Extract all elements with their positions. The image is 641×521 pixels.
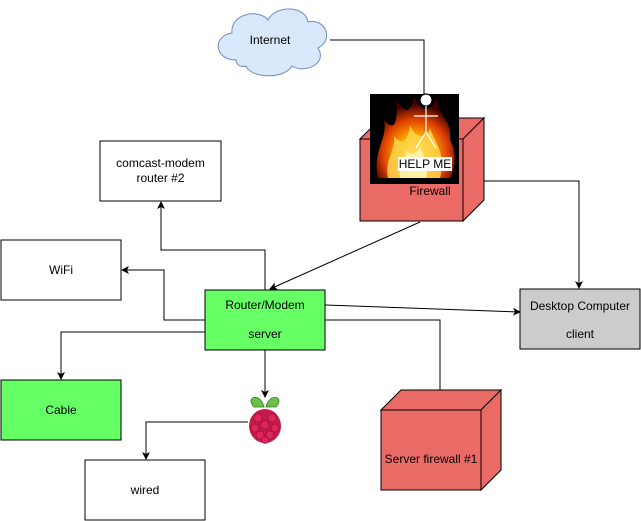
server-firewall-box bbox=[379, 388, 503, 492]
comcast-modem-box bbox=[99, 140, 222, 202]
internet-cloud bbox=[217, 8, 328, 77]
raspberry-pi-icon bbox=[249, 397, 281, 444]
connectors bbox=[57, 39, 583, 460]
edge-internet-firewall bbox=[330, 39, 425, 95]
edge-raspberry-wired bbox=[142, 421, 248, 460]
edge-router-cable bbox=[57, 331, 205, 380]
router-modem-box bbox=[204, 289, 326, 351]
edge-router-server-firewall bbox=[325, 319, 444, 410]
edge-firewall-router bbox=[269, 221, 421, 290]
wired-box bbox=[84, 459, 206, 521]
edge-router-wifi bbox=[121, 266, 205, 321]
wifi-box bbox=[0, 239, 122, 301]
desktop-computer-box bbox=[519, 288, 641, 350]
stick-figure-icon bbox=[414, 93, 438, 149]
cable-box bbox=[0, 379, 122, 441]
edge-firewall-desktop bbox=[484, 180, 583, 289]
edge-router-desktop bbox=[324, 304, 521, 316]
help-me-banner-bg bbox=[398, 157, 452, 171]
fire-image bbox=[370, 93, 459, 184]
edge-router-comcast bbox=[157, 201, 266, 290]
